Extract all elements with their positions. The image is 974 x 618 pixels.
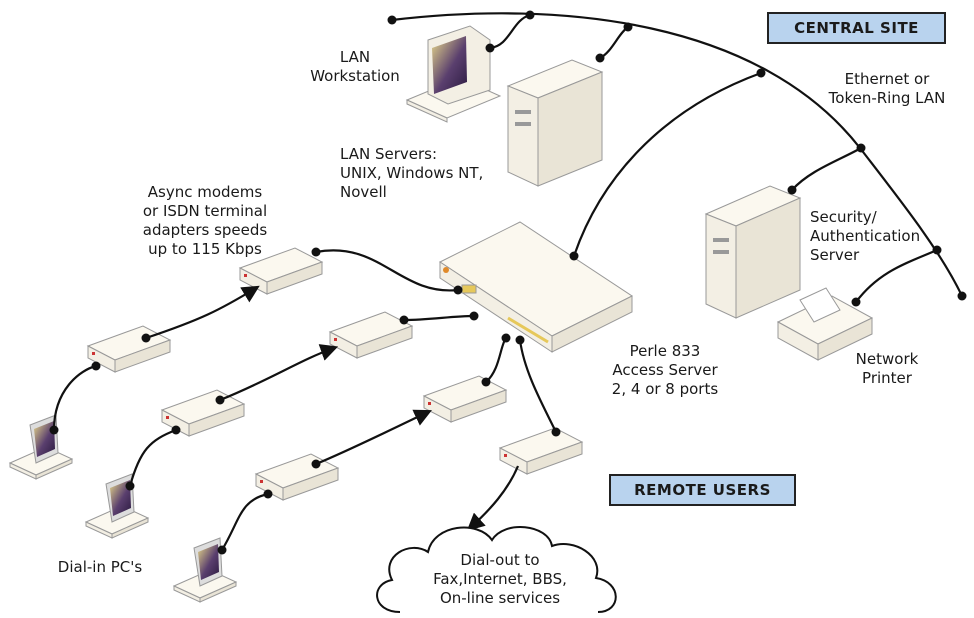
lan-servers-label: LAN Servers:UNIX, Windows NT,Novell bbox=[340, 145, 484, 201]
remote-users-tag: REMOTE USERS bbox=[609, 474, 796, 506]
modem-5-icon bbox=[423, 375, 507, 423]
security-server-icon bbox=[704, 185, 802, 319]
dial-in-pc-1-icon bbox=[9, 414, 73, 480]
modem-7-icon bbox=[499, 427, 583, 475]
dial-in-pcs-label: Dial-in PC's bbox=[57, 558, 143, 576]
lan-backbone bbox=[391, 12, 963, 297]
dial-in-pc-3-icon bbox=[173, 537, 237, 603]
central-site-tag: CENTRAL SITE bbox=[767, 12, 946, 44]
perle-access-server-icon bbox=[439, 221, 633, 353]
lan-workstation-icon bbox=[405, 25, 502, 123]
dial-out-cloud bbox=[376, 526, 617, 613]
lan-server-icon bbox=[506, 59, 604, 187]
network-printer-icon bbox=[776, 287, 874, 361]
dial-in-pc-2-icon bbox=[85, 473, 149, 539]
